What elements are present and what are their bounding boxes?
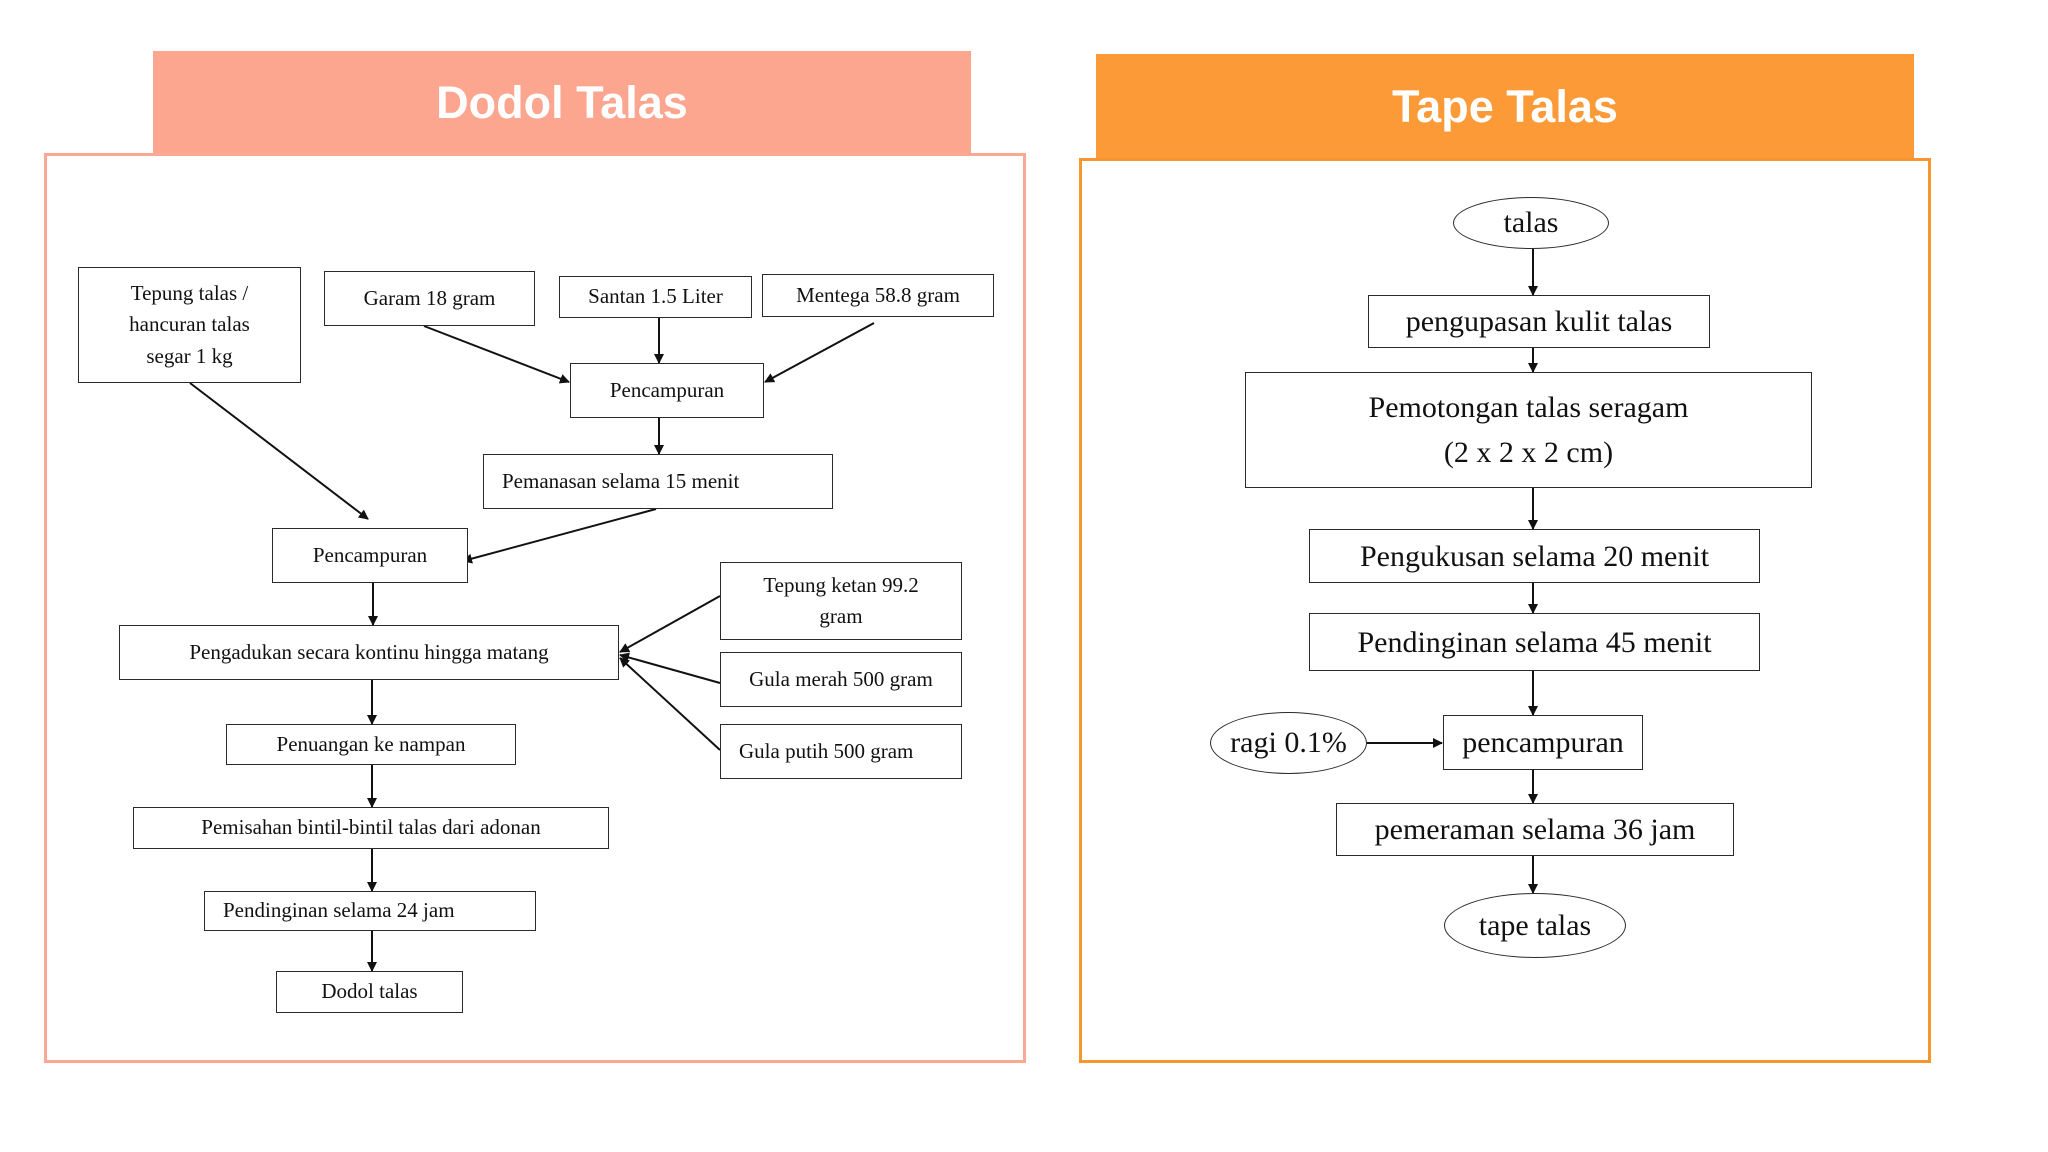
- node-pemeraman: pemeraman selama 36 jam: [1336, 803, 1734, 856]
- node-pendinginan-tape: Pendinginan selama 45 menit: [1309, 613, 1760, 671]
- node-ragi: ragi 0.1%: [1210, 712, 1367, 774]
- arrow-gulaputih-to-pengadukan: [619, 657, 721, 751]
- node-dodol-talas: Dodol talas: [276, 971, 463, 1013]
- node-pendinginan: Pendinginan selama 24 jam: [204, 891, 536, 931]
- node-pengukusan: Pengukusan selama 20 menit: [1309, 529, 1760, 583]
- node-pencampuran-1: Pencampuran: [570, 363, 764, 418]
- node-pencampuran-2: Pencampuran: [272, 528, 468, 583]
- node-pemotongan: Pemotongan talas seragam (2 x 2 x 2 cm): [1245, 372, 1812, 488]
- node-pemanasan: Pemanasan selama 15 menit: [483, 454, 833, 509]
- tape-talas-header: Tape Talas: [1096, 54, 1914, 160]
- node-gula-putih: Gula putih 500 gram: [720, 724, 962, 779]
- arrow-tepung-to-pencampuran2: [189, 382, 369, 520]
- node-tape-talas: tape talas: [1444, 893, 1626, 958]
- node-garam: Garam 18 gram: [324, 271, 535, 326]
- node-tepung-talas: Tepung talas / hancuran talas segar 1 kg: [78, 267, 301, 383]
- node-penuangan: Penuangan ke nampan: [226, 724, 516, 765]
- arrow-pemanasan-to-pencampuran2: [462, 508, 657, 564]
- arrow-garam-to-pencampuran1: [423, 325, 570, 384]
- node-tepung-ketan: Tepung ketan 99.2 gram: [720, 562, 962, 640]
- node-pencampuran-tape: pencampuran: [1443, 715, 1643, 770]
- arrow-mentega-to-pencampuran1: [764, 322, 875, 383]
- dodol-talas-header: Dodol Talas: [153, 51, 971, 155]
- node-pengadukan: Pengadukan secara kontinu hingga matang: [119, 625, 619, 680]
- node-talas: talas: [1453, 197, 1609, 249]
- arrow-ketan-to-pengadukan: [619, 595, 721, 653]
- node-pengupasan: pengupasan kulit talas: [1368, 295, 1710, 348]
- node-mentega: Mentega 58.8 gram: [762, 274, 994, 317]
- arrow-gulamerah-to-pengadukan: [619, 652, 721, 684]
- node-gula-merah: Gula merah 500 gram: [720, 652, 962, 707]
- node-pemisahan: Pemisahan bintil-bintil talas dari adona…: [133, 807, 609, 849]
- node-santan: Santan 1.5 Liter: [559, 276, 752, 318]
